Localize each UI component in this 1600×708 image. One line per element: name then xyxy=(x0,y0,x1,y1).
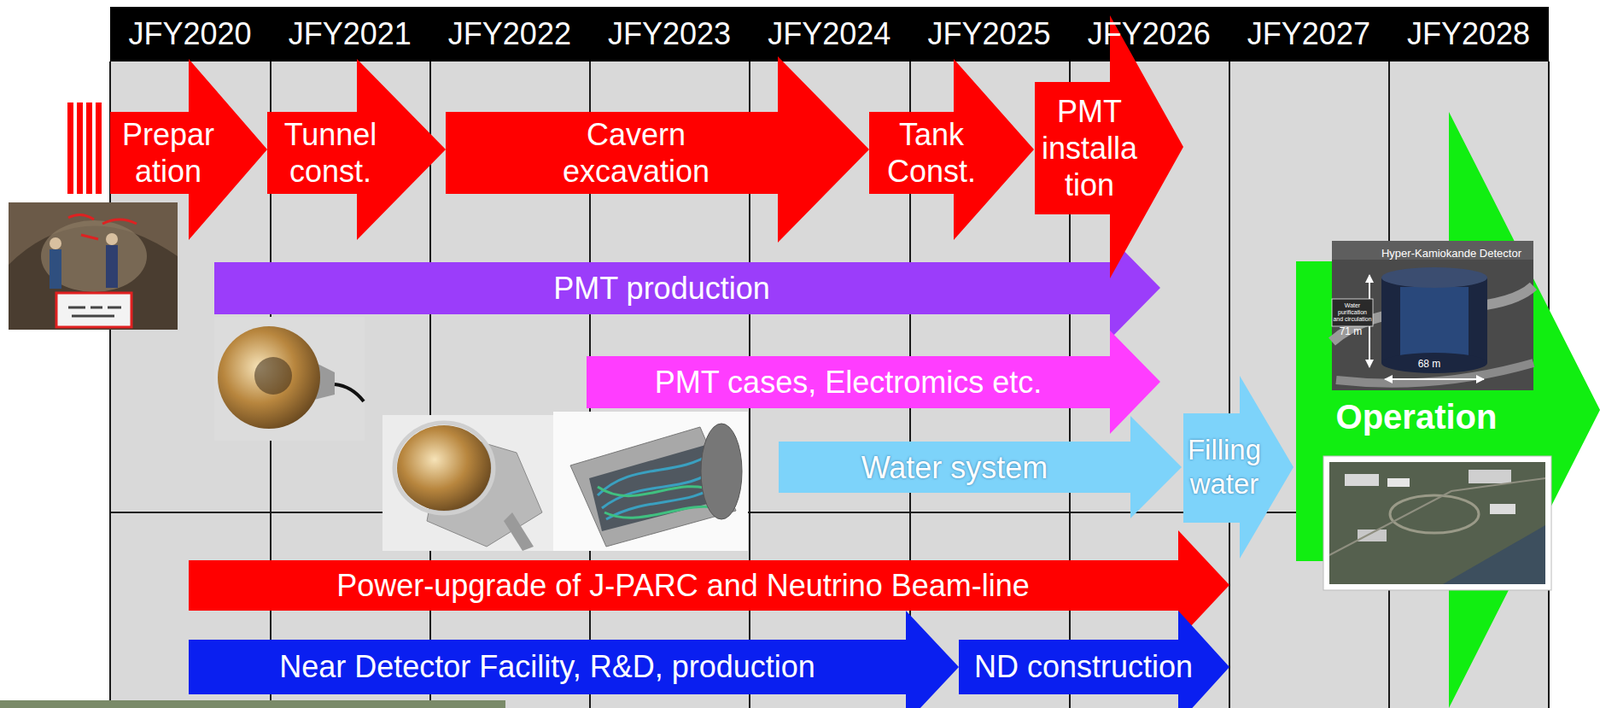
arrow-text-area: Cavern excavation xyxy=(529,113,743,193)
timeline-arrow: PMT installation xyxy=(1034,15,1184,279)
arrow-text-area: PMT cases, Electromics etc. xyxy=(593,357,1104,407)
arrow-text-area: Filling water xyxy=(1185,424,1264,510)
arrow-label: Operation xyxy=(1336,396,1498,438)
year-header-cell: JFY2022 xyxy=(429,6,590,62)
pmt-photo xyxy=(214,316,365,441)
year-header-cell: JFY2025 xyxy=(909,6,1069,62)
timeline-arrow: Tunnel const. xyxy=(267,58,446,240)
electronics-illustration xyxy=(553,411,748,551)
arrow-label: PMT production xyxy=(553,269,770,307)
timeline-arrow: Near Detector Facility, R&D, production xyxy=(188,610,959,708)
hyperk-illustration xyxy=(1331,240,1534,391)
jparc-photo xyxy=(1323,455,1552,590)
arrow-label: Power-upgrade of J-PARC and Neutrino Bea… xyxy=(336,566,1030,604)
image-caption: Water purification and circulation xyxy=(1332,302,1373,322)
arrow-text-area: Power-upgrade of J-PARC and Neutrino Bea… xyxy=(196,561,1170,609)
arrow-text-area: Preparation xyxy=(118,113,218,193)
tunnel-photo xyxy=(8,202,178,330)
arrow-text-area: Operation xyxy=(1321,391,1512,443)
arrow-text-area: Tunnel const. xyxy=(274,113,386,193)
arrow-text-area: PMT installation xyxy=(1039,83,1139,213)
year-header-cell: JFY2026 xyxy=(1068,6,1229,62)
year-label: JFY2028 xyxy=(1407,15,1530,53)
timeline-arrow: Operation xyxy=(1296,111,1600,708)
year-header-cell: JFY2024 xyxy=(749,6,910,62)
timeline-arrow: Cavern excavation xyxy=(445,56,870,243)
arrow-label: Preparation xyxy=(118,116,218,190)
year-label: JFY2026 xyxy=(1087,15,1211,53)
arrow-label: Filling water xyxy=(1185,432,1264,501)
illustration-label: Hyper-Kamiokande Detector xyxy=(1372,245,1530,262)
image-caption: 68 m xyxy=(1418,357,1442,370)
arrow-label: PMT cases, Electromics etc. xyxy=(654,363,1042,401)
timeline-arrow: ND construction xyxy=(958,610,1230,708)
year-label: JFY2025 xyxy=(927,15,1051,53)
illustration-label: 71 m xyxy=(1334,324,1367,339)
year-label: JFY2023 xyxy=(607,15,731,53)
arrow-text-area: Tank Const. xyxy=(881,113,982,193)
arrow-label: Near Detector Facility, R&D, production xyxy=(279,648,816,685)
year-label: JFY2022 xyxy=(448,15,572,53)
year-label: JFY2021 xyxy=(288,15,412,53)
year-header-cell: JFY2028 xyxy=(1389,6,1549,62)
image-caption: Hyper-Kamiokande Detector xyxy=(1381,246,1522,261)
arrow-text-area: ND construction xyxy=(963,642,1204,692)
year-label: JFY2024 xyxy=(767,15,891,53)
timeline-arrow: Filling water xyxy=(1183,375,1294,559)
arrow-label: PMT installation xyxy=(1039,93,1139,205)
timeline-arrow: Tank Const. xyxy=(869,58,1034,240)
arrow-label: Tunnel const. xyxy=(274,116,386,190)
pmt-case-photo xyxy=(382,414,554,551)
arrow-text-area: PMT production xyxy=(221,263,1102,313)
illustration-label: 68 m xyxy=(1410,356,1449,371)
arrow-label: Cavern excavation xyxy=(529,116,743,190)
arrow-label: Water system xyxy=(861,449,1049,486)
arrow-text-area: Water system xyxy=(785,443,1124,492)
arrow-shape xyxy=(1183,375,1294,559)
image-caption: 71 m xyxy=(1339,325,1363,338)
year-label: JFY2020 xyxy=(128,15,252,53)
arrow-label: Tank Const. xyxy=(881,116,982,190)
year-header-cell: JFY2020 xyxy=(110,6,270,62)
arrow-label: ND construction xyxy=(974,648,1193,685)
arrow-text-area: Near Detector Facility, R&D, production xyxy=(196,642,899,692)
year-label: JFY2027 xyxy=(1247,15,1371,53)
illustration-label: Water purification and circulation xyxy=(1332,300,1373,325)
year-header-cell: JFY2021 xyxy=(269,6,430,62)
year-header-cell: JFY2027 xyxy=(1228,6,1389,62)
timeline-arrow: Water system xyxy=(778,415,1182,519)
year-header-cell: JFY2023 xyxy=(589,6,750,62)
